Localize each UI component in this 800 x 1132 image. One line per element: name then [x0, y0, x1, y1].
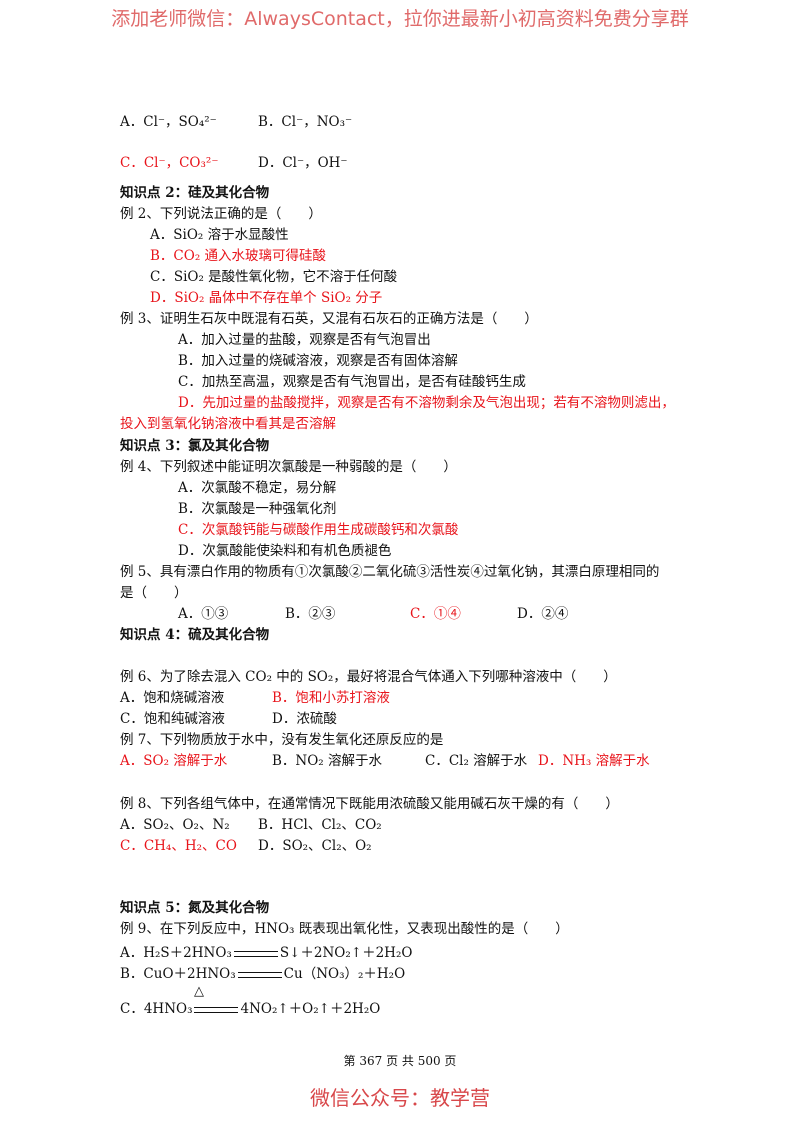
example-7-option-a: A．SO₂ 溶解于水 [120, 753, 228, 769]
prev-option-d: D．Cl⁻，OH⁻ [258, 155, 348, 171]
example-5-question-line1: 例 5、具有漂白作用的物质有①次氯酸②二氧化硫③活性炭④过氧化钠，其漂白原理相同… [120, 564, 660, 580]
example-2-option-b: B．CO₂ 通入水玻璃可得硅酸 [150, 248, 327, 264]
example-2-option-c: C．SiO₂ 是酸性氧化物，它不溶于任何酸 [150, 269, 398, 285]
example-5-question-line2: 是（ ） [120, 585, 188, 601]
example-3-option-b: B．加入过量的烧碱溶液，观察是否有固体溶解 [178, 353, 458, 369]
example-7-question: 例 7、下列物质放于水中，没有发生氧化还原反应的是 [120, 732, 444, 748]
page-number: 第 367 页 共 500 页 [343, 1054, 457, 1068]
example-9-question: 例 9、在下列反应中，HNO₃ 既表现出氧化性，又表现出酸性的是（ ） [120, 921, 569, 937]
section-title-chlorine: 知识点 3：氯及其化合物 [120, 438, 270, 454]
example-8-option-b: B．HCl、Cl₂、CO₂ [258, 817, 382, 833]
example-4-option-d: D．次氯酸能使染料和有机色质褪色 [178, 543, 392, 559]
example-5-option-d: D．②④ [517, 606, 569, 622]
example-4-question: 例 4、下列叙述中能证明次氯酸是一种弱酸的是（ ） [120, 459, 457, 475]
equals-sign [237, 971, 282, 978]
example-4-option-b: B．次氯酸是一种强氧化剂 [178, 501, 337, 517]
prev-option-b: B．Cl⁻，NO₃⁻ [258, 114, 353, 130]
example-3-option-c: C．加热至高温，观察是否有气泡冒出，是否有硅酸钙生成 [178, 374, 526, 390]
section-title-nitrogen: 知识点 5：氮及其化合物 [120, 900, 270, 916]
example-9-option-a: A．H₂S＋2HNO₃ S↓＋2NO₂↑＋2H₂O [120, 941, 412, 961]
example-7-option-b: B．NO₂ 溶解于水 [272, 753, 383, 769]
prev-option-c: C．Cl⁻，CO₃²⁻ [120, 155, 219, 171]
example-2-option-d: D．SiO₂ 晶体中不存在单个 SiO₂ 分子 [150, 290, 383, 306]
example-2-option-a: A．SiO₂ 溶于水显酸性 [150, 227, 289, 243]
example-6-option-a: A．饱和烧碱溶液 [120, 690, 225, 706]
watermark-top: 添加老师微信：AlwaysContact，拉你进最新小初高资料免费分享群 [111, 8, 689, 30]
example-6-option-c: C．饱和纯碱溶液 [120, 711, 225, 727]
equation-b-reactants: B．CuO＋2HNO₃ [120, 966, 236, 982]
example-7-option-c: C．Cl₂ 溶解于水 [425, 753, 528, 769]
example-4-option-a: A．次氯酸不稳定，易分解 [178, 480, 337, 496]
example-3-question: 例 3、证明生石灰中既混有石英，又混有石灰石的正确方法是（ ） [120, 311, 538, 327]
equation-c-reactants: C．4HNO₃ [120, 1001, 193, 1017]
equation-c-products: 4NO₂↑＋O₂↑＋2H₂O [240, 1001, 381, 1017]
example-7-option-d: D．NH₃ 溶解于水 [538, 753, 650, 769]
equals-sign [233, 950, 278, 957]
section-title-silicon: 知识点 2：硅及其化合物 [120, 185, 270, 201]
watermark-bottom: 微信公众号：教学营 [310, 1086, 490, 1110]
example-5-option-c: C．①④ [410, 606, 461, 622]
heating-condition-icon: △ [194, 984, 204, 999]
prev-option-a: A．Cl⁻，SO₄²⁻ [120, 114, 217, 130]
example-3-option-d-line2: 投入到氢氧化钠溶液中看其是否溶解 [120, 416, 336, 432]
example-3-option-d-line1: D．先加过量的盐酸搅拌，观察是否有不溶物剩余及气泡出现；若有不溶物则滤出， [178, 395, 675, 411]
example-2-question: 例 2、下列说法正确的是（ ） [120, 206, 322, 222]
equation-a-reactants: A．H₂S＋2HNO₃ [120, 945, 232, 961]
example-3-option-a: A．加入过量的盐酸，观察是否有气泡冒出 [178, 332, 431, 348]
example-9-option-c: C．4HNO₃ 4NO₂↑＋O₂↑＋2H₂O [120, 997, 380, 1017]
example-6-question: 例 6、为了除去混入 CO₂ 中的 SO₂，最好将混合气体通入下列哪种溶液中（ … [120, 669, 617, 685]
equation-b-products: Cu（NO₃）₂＋H₂O [283, 966, 406, 982]
example-8-option-c: C．CH₄、H₂、CO [120, 838, 237, 854]
example-5-option-b: B．②③ [285, 606, 336, 622]
section-title-sulfur: 知识点 4：硫及其化合物 [120, 627, 270, 643]
equals-sign [194, 1006, 239, 1013]
example-5-option-a: A．①③ [178, 606, 229, 622]
example-8-option-d: D．SO₂、Cl₂、O₂ [258, 838, 372, 854]
example-6-option-b: B．饱和小苏打溶液 [272, 690, 390, 706]
example-8-question: 例 8、下列各组气体中，在通常情况下既能用浓硫酸又能用碱石灰干燥的有（ ） [120, 796, 619, 812]
example-8-option-a: A．SO₂、O₂、N₂ [120, 817, 230, 833]
equation-a-products: S↓＋2NO₂↑＋2H₂O [279, 945, 413, 961]
example-4-option-c: C．次氯酸钙能与碳酸作用生成碳酸钙和次氯酸 [178, 522, 459, 538]
example-9-option-b: B．CuO＋2HNO₃ Cu（NO₃）₂＋H₂O [120, 962, 405, 982]
example-6-option-d: D．浓硫酸 [272, 711, 337, 727]
